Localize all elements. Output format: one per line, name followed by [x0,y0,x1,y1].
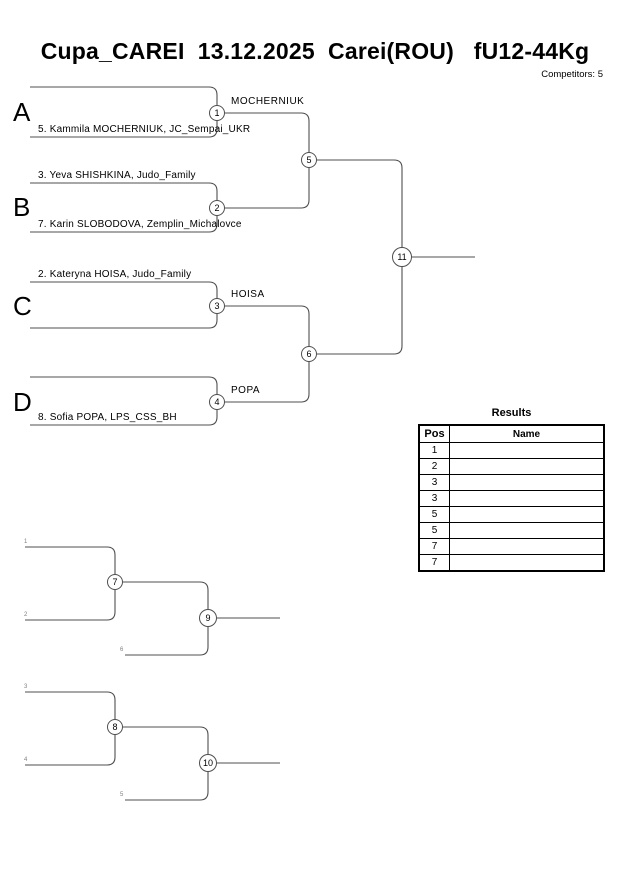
match-number-9: 9 [199,609,217,627]
line-d-top [30,376,218,395]
line-match6-out [317,266,403,355]
repechage-feed-3: 3 [24,684,28,690]
repechage-feed-4: 4 [24,757,28,763]
match-number-6: 6 [301,346,317,362]
results-title: Results [491,407,532,419]
competitor-b-bottom: 7. Karin SLOBODOVA, Zemplin_Michalovce [38,219,242,230]
line-match7-out [123,581,209,610]
group-letter-a: A [13,97,31,127]
line-match4-out [225,361,310,403]
results-name-cell [450,491,603,506]
page-title: Cupa_CAREI 13.12.2025 Carei(ROU) fU12-44… [40,38,590,64]
winner-label-match-3: HOISA [231,289,265,300]
results-row: 2 [420,459,603,475]
line-c-top [30,281,218,299]
line-b-top [30,182,218,201]
winner-label-match-4: POPA [231,385,261,396]
repechage-feed-2: 2 [24,612,28,618]
repechage-feed-1: 1 [24,539,28,545]
match-number-3: 3 [209,298,225,314]
line-match2-out [225,167,310,209]
competitor-a-bottom: 5. Kammila MOCHERNIUK, JC_Sempai_UKR [38,124,251,135]
line-match3-out [225,305,310,347]
match-number-10: 10 [199,754,217,772]
results-name-cell [450,443,603,458]
match-number-4: 4 [209,394,225,410]
competitor-d-bottom: 8. Sofia POPA, LPS_CSS_BH [38,412,177,423]
match-number-11: 11 [392,247,412,267]
line-match1-out [225,112,310,153]
competitor-b-top: 3. Yeva SHISHKINA, Judo_Family [38,170,196,181]
match-number-7: 7 [107,574,123,590]
line-d-bottom [30,409,218,426]
results-row: 7 [420,555,603,570]
group-letter-c: C [13,291,32,321]
results-name-cell [450,459,603,474]
results-pos-cell: 7 [420,539,450,554]
results-pos-cell: 5 [420,523,450,538]
line-match5-out [317,159,403,248]
repechage-feed-6: 6 [120,647,124,653]
results-table: Pos Name 1 2 3 3 5 5 7 [418,424,605,572]
results-name-cell [450,555,603,570]
results-pos-cell: 1 [420,443,450,458]
results-pos-cell: 5 [420,507,450,522]
line-rep-feed6 [125,626,209,656]
results-row: 5 [420,523,603,539]
results-pos-cell: 3 [420,491,450,506]
match-number-5: 5 [301,152,317,168]
group-letter-b: B [13,192,31,222]
results-pos-cell: 3 [420,475,450,490]
results-pos-cell: 2 [420,459,450,474]
results-pos-cell: 7 [420,555,450,570]
results-name-cell [450,507,603,522]
results-row: 5 [420,507,603,523]
results-row: 3 [420,475,603,491]
results-header-pos: Pos [420,426,450,442]
results-header-name: Name [512,428,541,440]
match-number-8: 8 [107,719,123,735]
group-letter-d: D [13,387,32,417]
line-a-top [30,86,218,106]
match-number-1: 1 [209,105,225,121]
repechage-feed-5: 5 [120,792,124,798]
line-rep-feed1 [25,546,116,575]
results-row: 7 [420,539,603,555]
line-rep-feed5 [125,771,209,801]
line-rep-feed4 [25,734,116,766]
competitor-c-top: 2. Kateryna HOISA, Judo_Family [38,269,192,280]
results-row: 3 [420,491,603,507]
line-c-bottom [30,313,218,329]
line-match8-out [123,726,209,755]
line-a-bottom [30,120,218,138]
results-name-cell [450,523,603,538]
results-name-cell [450,539,603,554]
line-rep-feed2 [25,589,116,621]
line-rep-feed3 [25,691,116,720]
match-number-2: 2 [209,200,225,216]
results-row: 1 [420,443,603,459]
winner-label-match-1: MOCHERNIUK [231,96,305,107]
results-name-cell [450,475,603,490]
competitors-count: Competitors: 5 [541,69,603,80]
results-header-row: Pos Name [420,426,603,443]
line-b-bottom [30,215,218,233]
